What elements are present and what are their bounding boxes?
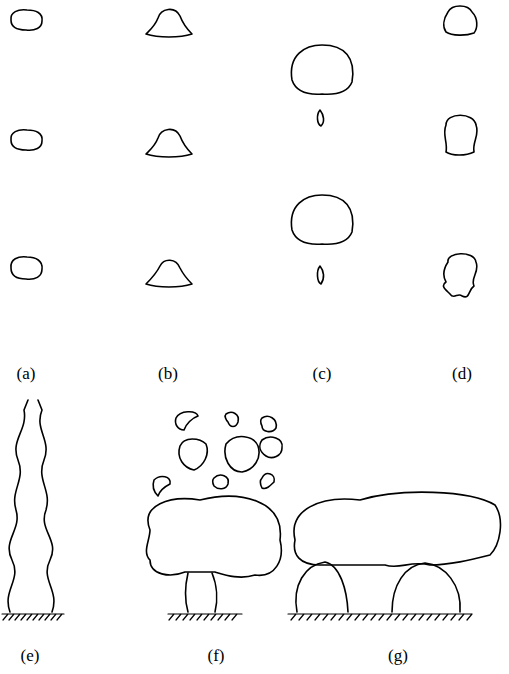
figure-label: (e) [21,646,40,666]
bubble-fragment [225,437,259,472]
bubble-fragment [213,475,229,489]
figure-label: (g) [388,646,408,666]
heated-wall [2,614,64,620]
column-wall [8,400,28,612]
bubble-outline [146,496,281,577]
bell-bubbles [146,9,192,287]
bubble-outline [11,10,42,30]
heated-wall [288,614,472,620]
bubble-outline [291,45,352,94]
bubble-outline [445,115,478,155]
heated-wall [168,614,242,620]
figure-label: (d) [452,364,472,384]
bubble-outline [11,257,42,279]
bubble-fragment [261,474,275,489]
figure-label: (a) [17,364,36,384]
irregular-bubbles [443,6,477,297]
cap-bubbles [291,45,352,284]
bubble-outline [146,129,192,157]
vapour-mushroom [288,492,500,620]
bubble-fragment [179,439,207,470]
bubble-fragment [153,477,170,496]
satellite-drop [317,110,323,126]
figure-label: (f) [208,646,225,666]
vapour-stem [392,563,460,612]
bubble-fragment [260,437,282,457]
satellite-drop [317,266,323,284]
bubble-outline [11,130,42,150]
bubble-outline [443,254,477,297]
bubble-outline [146,9,192,37]
bubble-outline [291,195,352,244]
bubble-outline [444,6,477,35]
vapour-stem [186,573,217,612]
ellipsoidal-bubbles [11,10,42,279]
bubble-outline [146,260,192,287]
figure-label: (b) [158,364,178,384]
mushroom-bubble [146,412,282,620]
vapour-column [2,400,64,620]
bubble-fragment [261,416,277,431]
column-wall [38,400,54,612]
vapour-stem [296,562,348,612]
bubble-fragment [225,412,238,426]
figure-label: (c) [313,364,332,384]
bubble-fragment [175,412,198,430]
bubble-outline [294,492,500,566]
